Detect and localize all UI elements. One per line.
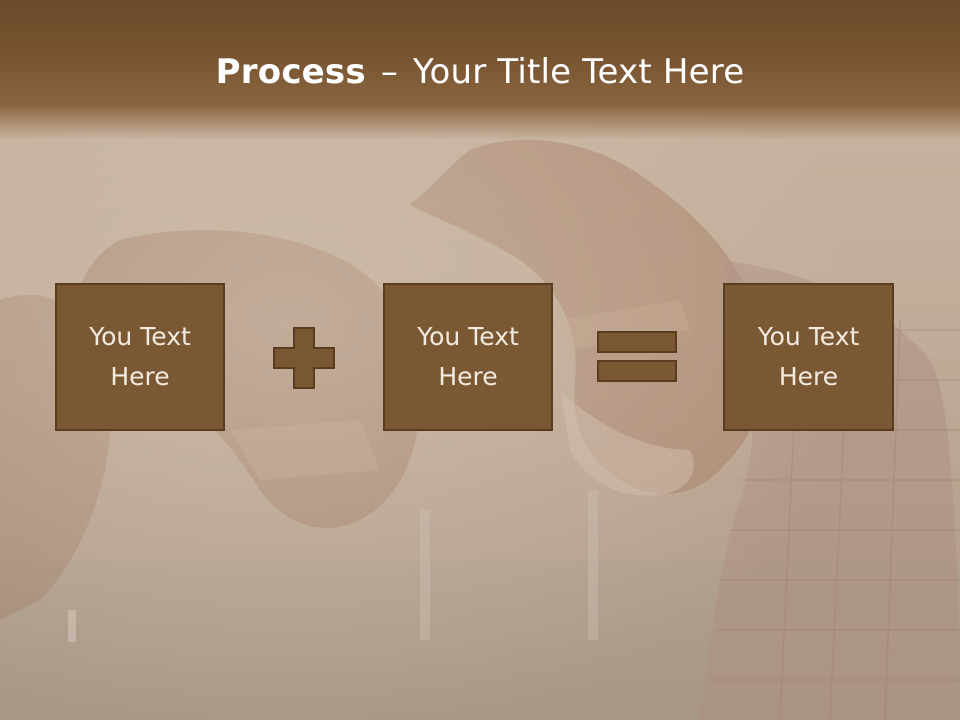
process-box-1-text: You Text Here: [89, 322, 191, 391]
title-rest: Your Title Text Here: [413, 52, 745, 92]
process-box-3[interactable]: You Text Here: [723, 283, 894, 431]
title-dash: –: [380, 52, 399, 92]
process-box-2[interactable]: You Text Here: [383, 283, 553, 431]
title-bold: Process: [215, 52, 366, 92]
plus-icon: [273, 327, 335, 389]
process-box-3-text: You Text Here: [757, 322, 860, 391]
process-box-1[interactable]: You Text Here: [55, 283, 225, 431]
title-banner: [0, 0, 960, 140]
equals-icon: [597, 331, 677, 382]
process-box-2-text: You Text Here: [417, 322, 519, 391]
slide-title: Process – Your Title Text Here: [0, 52, 960, 92]
